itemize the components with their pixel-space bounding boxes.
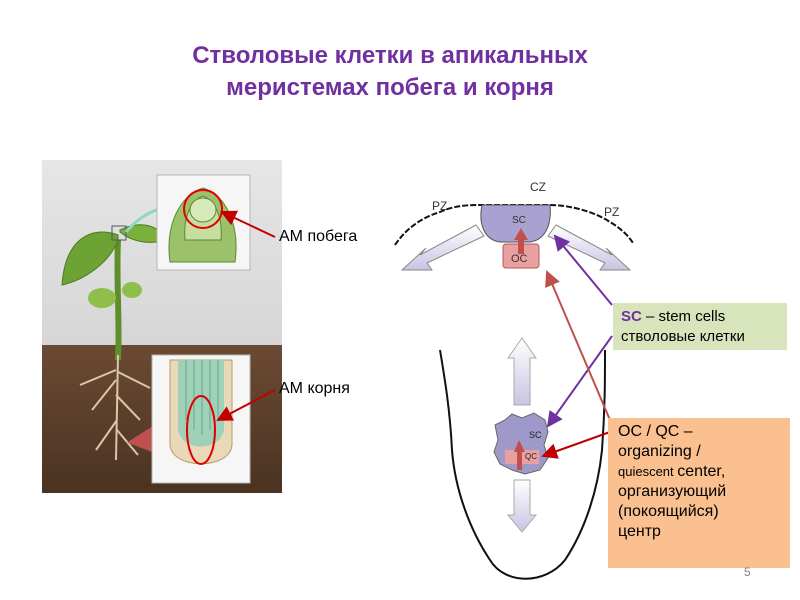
page-title: Стволовые клетки в апикальных меристемах… — [0, 40, 780, 104]
oc-line1: OC / QC – — [618, 423, 693, 440]
cz-label: CZ — [530, 180, 546, 194]
shoot-apex-inset — [156, 174, 251, 271]
oc-to-shoot-arrow — [545, 270, 611, 421]
oc-line3-rest: center, — [677, 463, 726, 480]
sc-line1: – stem cells — [641, 308, 726, 325]
root-sc-label: SC — [529, 430, 542, 440]
oc-line5: (покоящийся) — [618, 503, 719, 520]
sc-legend-box: SC – stem cells стволовые клетки — [613, 303, 787, 350]
am-shoot-pointer — [220, 210, 276, 238]
page-number: 5 — [744, 565, 751, 579]
oc-line3-small: quiescent — [618, 464, 678, 479]
root-meristem-diagram — [439, 337, 606, 580]
root-tip-inset — [151, 354, 251, 484]
pz-left-label: PZ — [432, 199, 447, 213]
root-qc-label: QC — [525, 452, 537, 461]
oc-line6: центр — [618, 523, 661, 540]
title-line-1: Стволовые клетки в апикальных — [192, 42, 588, 69]
pz-right-label: PZ — [604, 205, 619, 219]
qc-to-root-arrow — [541, 431, 611, 459]
oc-line2: organizing / — [618, 443, 701, 460]
sc-line2: стволовые клетки — [621, 328, 745, 345]
am-shoot-label: АМ побега — [279, 228, 358, 245]
oc-line4: организующий — [618, 483, 727, 500]
title-line-2: меристемах побега и корня — [226, 74, 554, 101]
shoot-sc-label: SC — [512, 215, 526, 226]
am-root-pointer — [216, 389, 276, 421]
oc-legend-box: OC / QC – organizing / quiescent center,… — [608, 418, 790, 568]
sc-abbr: SC — [621, 308, 642, 325]
am-root-label: АМ корня — [279, 380, 350, 397]
sc-to-root-arrow — [546, 335, 613, 428]
sc-to-shoot-arrow — [553, 234, 613, 306]
shoot-oc-label: OC — [511, 253, 528, 265]
